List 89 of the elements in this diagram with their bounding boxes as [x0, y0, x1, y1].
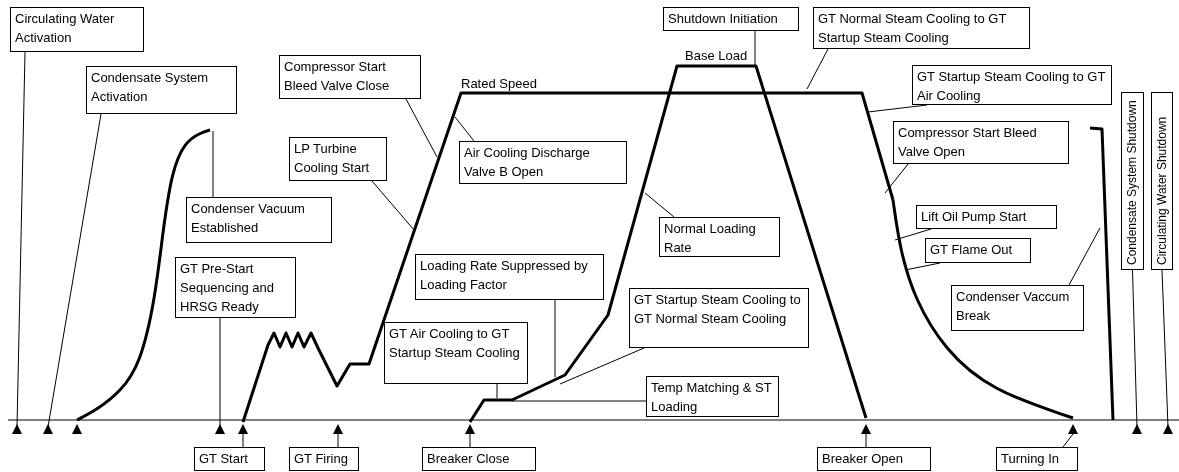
callout-box — [629, 288, 809, 348]
leader-line — [644, 192, 675, 218]
callout-box — [10, 7, 144, 52]
triangle-marker — [215, 424, 225, 434]
callout-box — [384, 322, 528, 384]
callout-box — [646, 376, 779, 417]
curve-label: Base Load — [685, 48, 748, 64]
callout-box — [659, 217, 780, 257]
leader-line — [371, 180, 415, 231]
callout-box — [663, 7, 799, 31]
callout-text: Lift Oil Pump Start — [921, 209, 1027, 224]
callout-text: Shutdown Initiation — [668, 11, 778, 26]
callout-box — [1151, 92, 1173, 270]
callout-text: Air Cooling Discharge Valve B Open — [464, 145, 590, 179]
callout-text: GT Startup Steam Cooling to GT Normal Steam Cooling — [634, 292, 801, 326]
leader-line — [469, 433, 471, 448]
callout-text: Condensate System Activation — [91, 70, 209, 104]
callout-text: Condensate System Shutdown — [1125, 100, 1139, 265]
callout-box — [415, 254, 604, 300]
leader-line — [219, 317, 221, 428]
callout-box — [86, 66, 237, 114]
leader-line — [496, 383, 498, 399]
callout-box — [194, 447, 265, 471]
callout-text: Breaker Close — [427, 451, 510, 466]
callout-text: GT Start — [199, 451, 248, 466]
callout-text: Breaker Open — [822, 451, 903, 466]
callout-text: GT Startup Steam Cooling to GT Air Cooling — [917, 69, 1106, 103]
callout-box — [422, 447, 536, 471]
callout-text: Circulating Water Shutdown — [1155, 116, 1169, 265]
callout-text: Turning In — [1001, 451, 1060, 466]
callout-text: GT Air Cooling to GT Startup Steam Cooling — [389, 326, 520, 360]
leader-line — [242, 433, 244, 448]
leader-line — [754, 30, 756, 67]
callout-text: Circulating Water Activation — [15, 11, 115, 45]
callout-text: Condenser Vacuum Established — [191, 201, 305, 235]
callout-text: Compressor Start Bleed Valve Open — [898, 125, 1037, 159]
triangle-marker — [333, 424, 343, 434]
callout-box — [951, 285, 1084, 331]
leader-line — [454, 116, 475, 142]
leader-line — [511, 400, 647, 402]
triangle-marker — [43, 424, 53, 434]
callout-text: GT Pre-Start Sequencing and HRSG Ready — [180, 261, 274, 314]
curve-label: Rated Speed — [461, 76, 537, 92]
callout-text: GT Firing — [294, 451, 348, 466]
triangle-marker — [1132, 424, 1142, 434]
leader-line — [212, 130, 214, 198]
triangle-marker — [12, 424, 22, 434]
leader-line — [1062, 433, 1074, 448]
leader-line — [47, 113, 102, 428]
callout-box — [1121, 92, 1144, 270]
callout-box — [289, 447, 359, 471]
triangle-marker — [238, 424, 248, 434]
triangle-marker — [465, 424, 475, 434]
callout-box — [175, 257, 296, 318]
callout-box — [925, 238, 1031, 263]
callout-text: GT Normal Steam Cooling to GT Startup Steam Cooling — [818, 11, 1007, 45]
leader-line — [1132, 269, 1138, 428]
callout-text: Condenser Vaccum Break — [956, 289, 1070, 323]
leader-line — [559, 347, 645, 385]
triangle-marker — [861, 424, 871, 434]
callout-box — [289, 137, 387, 181]
callout-box — [996, 447, 1078, 471]
callout-box — [186, 197, 332, 243]
callout-box — [279, 55, 421, 99]
callout-text: LP Turbine Cooling Start — [294, 141, 370, 175]
leader-line — [337, 433, 339, 448]
leader-line — [865, 433, 867, 448]
triangle-marker — [1068, 424, 1078, 434]
callout-text: Loading Rate Suppressed by Loading Factor — [420, 258, 588, 292]
leader-line — [806, 48, 829, 90]
leader-line — [1161, 269, 1169, 428]
callout-box — [912, 65, 1112, 105]
leader-line — [884, 163, 909, 194]
callout-box — [916, 205, 1057, 229]
callout-box — [813, 7, 1030, 49]
leader-line — [554, 299, 556, 378]
callout-box — [459, 141, 627, 184]
callout-text: GT Flame Out — [930, 242, 1013, 257]
triangle-marker — [72, 424, 82, 434]
triangle-marker — [1163, 424, 1173, 434]
callout-box — [817, 447, 931, 471]
callout-text: Temp Matching & ST Loading — [651, 380, 772, 414]
leader-line — [405, 98, 438, 158]
callout-box — [893, 121, 1069, 164]
callout-text: Normal Loading Rate — [664, 221, 756, 255]
callout-text: Compressor Start Bleed Valve Close — [284, 59, 390, 93]
leader-line — [1068, 227, 1101, 286]
leader-line — [16, 51, 26, 428]
leader-line — [894, 228, 932, 241]
